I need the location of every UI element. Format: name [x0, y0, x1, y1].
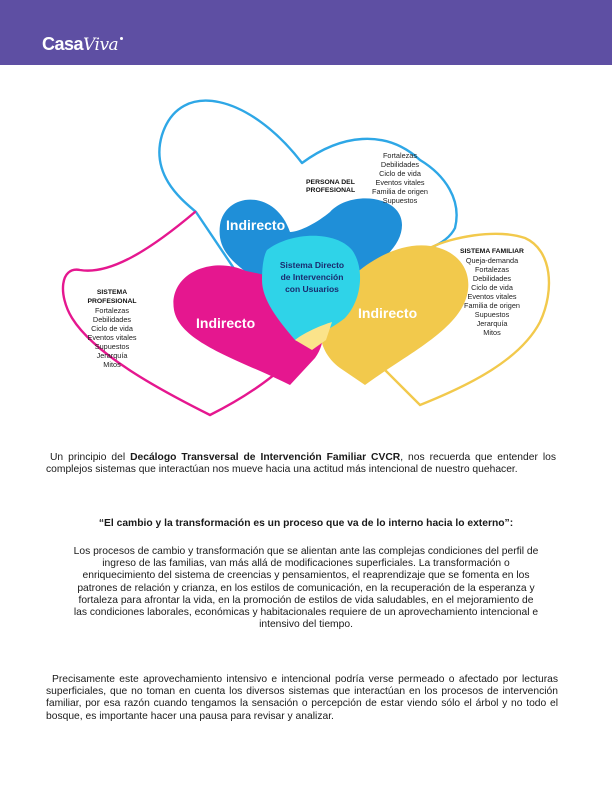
familiar-item: Supuestos [475, 310, 510, 319]
indirecto-pink-label: Indirecto [196, 315, 255, 331]
familiar-item: Familia de origen [464, 301, 520, 310]
indirecto-yellow-label: Indirecto [358, 305, 417, 321]
familiar-item: Fortalezas [475, 265, 509, 274]
profesional-item: Debilidades [93, 315, 131, 324]
intro-paragraph: Un principio del Decálogo Transversal de… [46, 452, 556, 476]
familiar-item: Mitos [483, 328, 501, 337]
center-line-1: Sistema Directo [280, 260, 344, 270]
indirecto-blue-label: Indirecto [226, 217, 285, 233]
profesional-item: Fortalezas [95, 306, 129, 315]
persona-item: Fortalezas [383, 151, 417, 160]
familiar-title: SISTEMA FAMILIAR [460, 248, 524, 255]
persona-item: Familia de origen [372, 187, 428, 196]
profesional-item: Jerarquía [97, 351, 129, 360]
familiar-item: Ciclo de vida [471, 283, 514, 292]
intro-text-start: Un principio del [50, 452, 130, 463]
familiar-item: Jerarquía [477, 319, 509, 328]
profesional-title-2: PROFESIONAL [87, 298, 136, 305]
center-line-2: de Intervención [281, 272, 344, 282]
persona-item: Debilidades [381, 160, 419, 169]
familiar-item: Queja-demanda [466, 256, 519, 265]
profesional-item: Supuestos [95, 342, 130, 351]
familiar-item: Debilidades [473, 274, 511, 283]
persona-item: Ciclo de vida [379, 169, 422, 178]
quote-heading: “El cambio y la transformación es un pro… [46, 518, 566, 529]
decalogo-title: Decálogo Transversal de Intervención Fam… [130, 452, 400, 463]
change-paragraph: Los procesos de cambio y transformación … [72, 546, 540, 631]
persona-item: Supuestos [383, 196, 418, 205]
systems-diagram: Indirecto Indirecto Indirecto Sistema Di… [0, 0, 612, 440]
persona-item: Eventos vitales [375, 178, 424, 187]
persona-title-2: PROFESIONAL [306, 187, 355, 194]
profesional-item: Eventos vitales [87, 333, 136, 342]
familiar-item: Eventos vitales [467, 292, 516, 301]
center-line-3: con Usuarios [285, 284, 339, 294]
profesional-item: Mitos [103, 360, 121, 369]
profesional-item: Ciclo de vida [91, 324, 134, 333]
persona-title-1: PERSONA DEL [306, 179, 355, 186]
closing-paragraph: Precisamente este aprovechamiento intens… [46, 674, 558, 723]
profesional-title-1: SISTEMA [97, 289, 127, 296]
